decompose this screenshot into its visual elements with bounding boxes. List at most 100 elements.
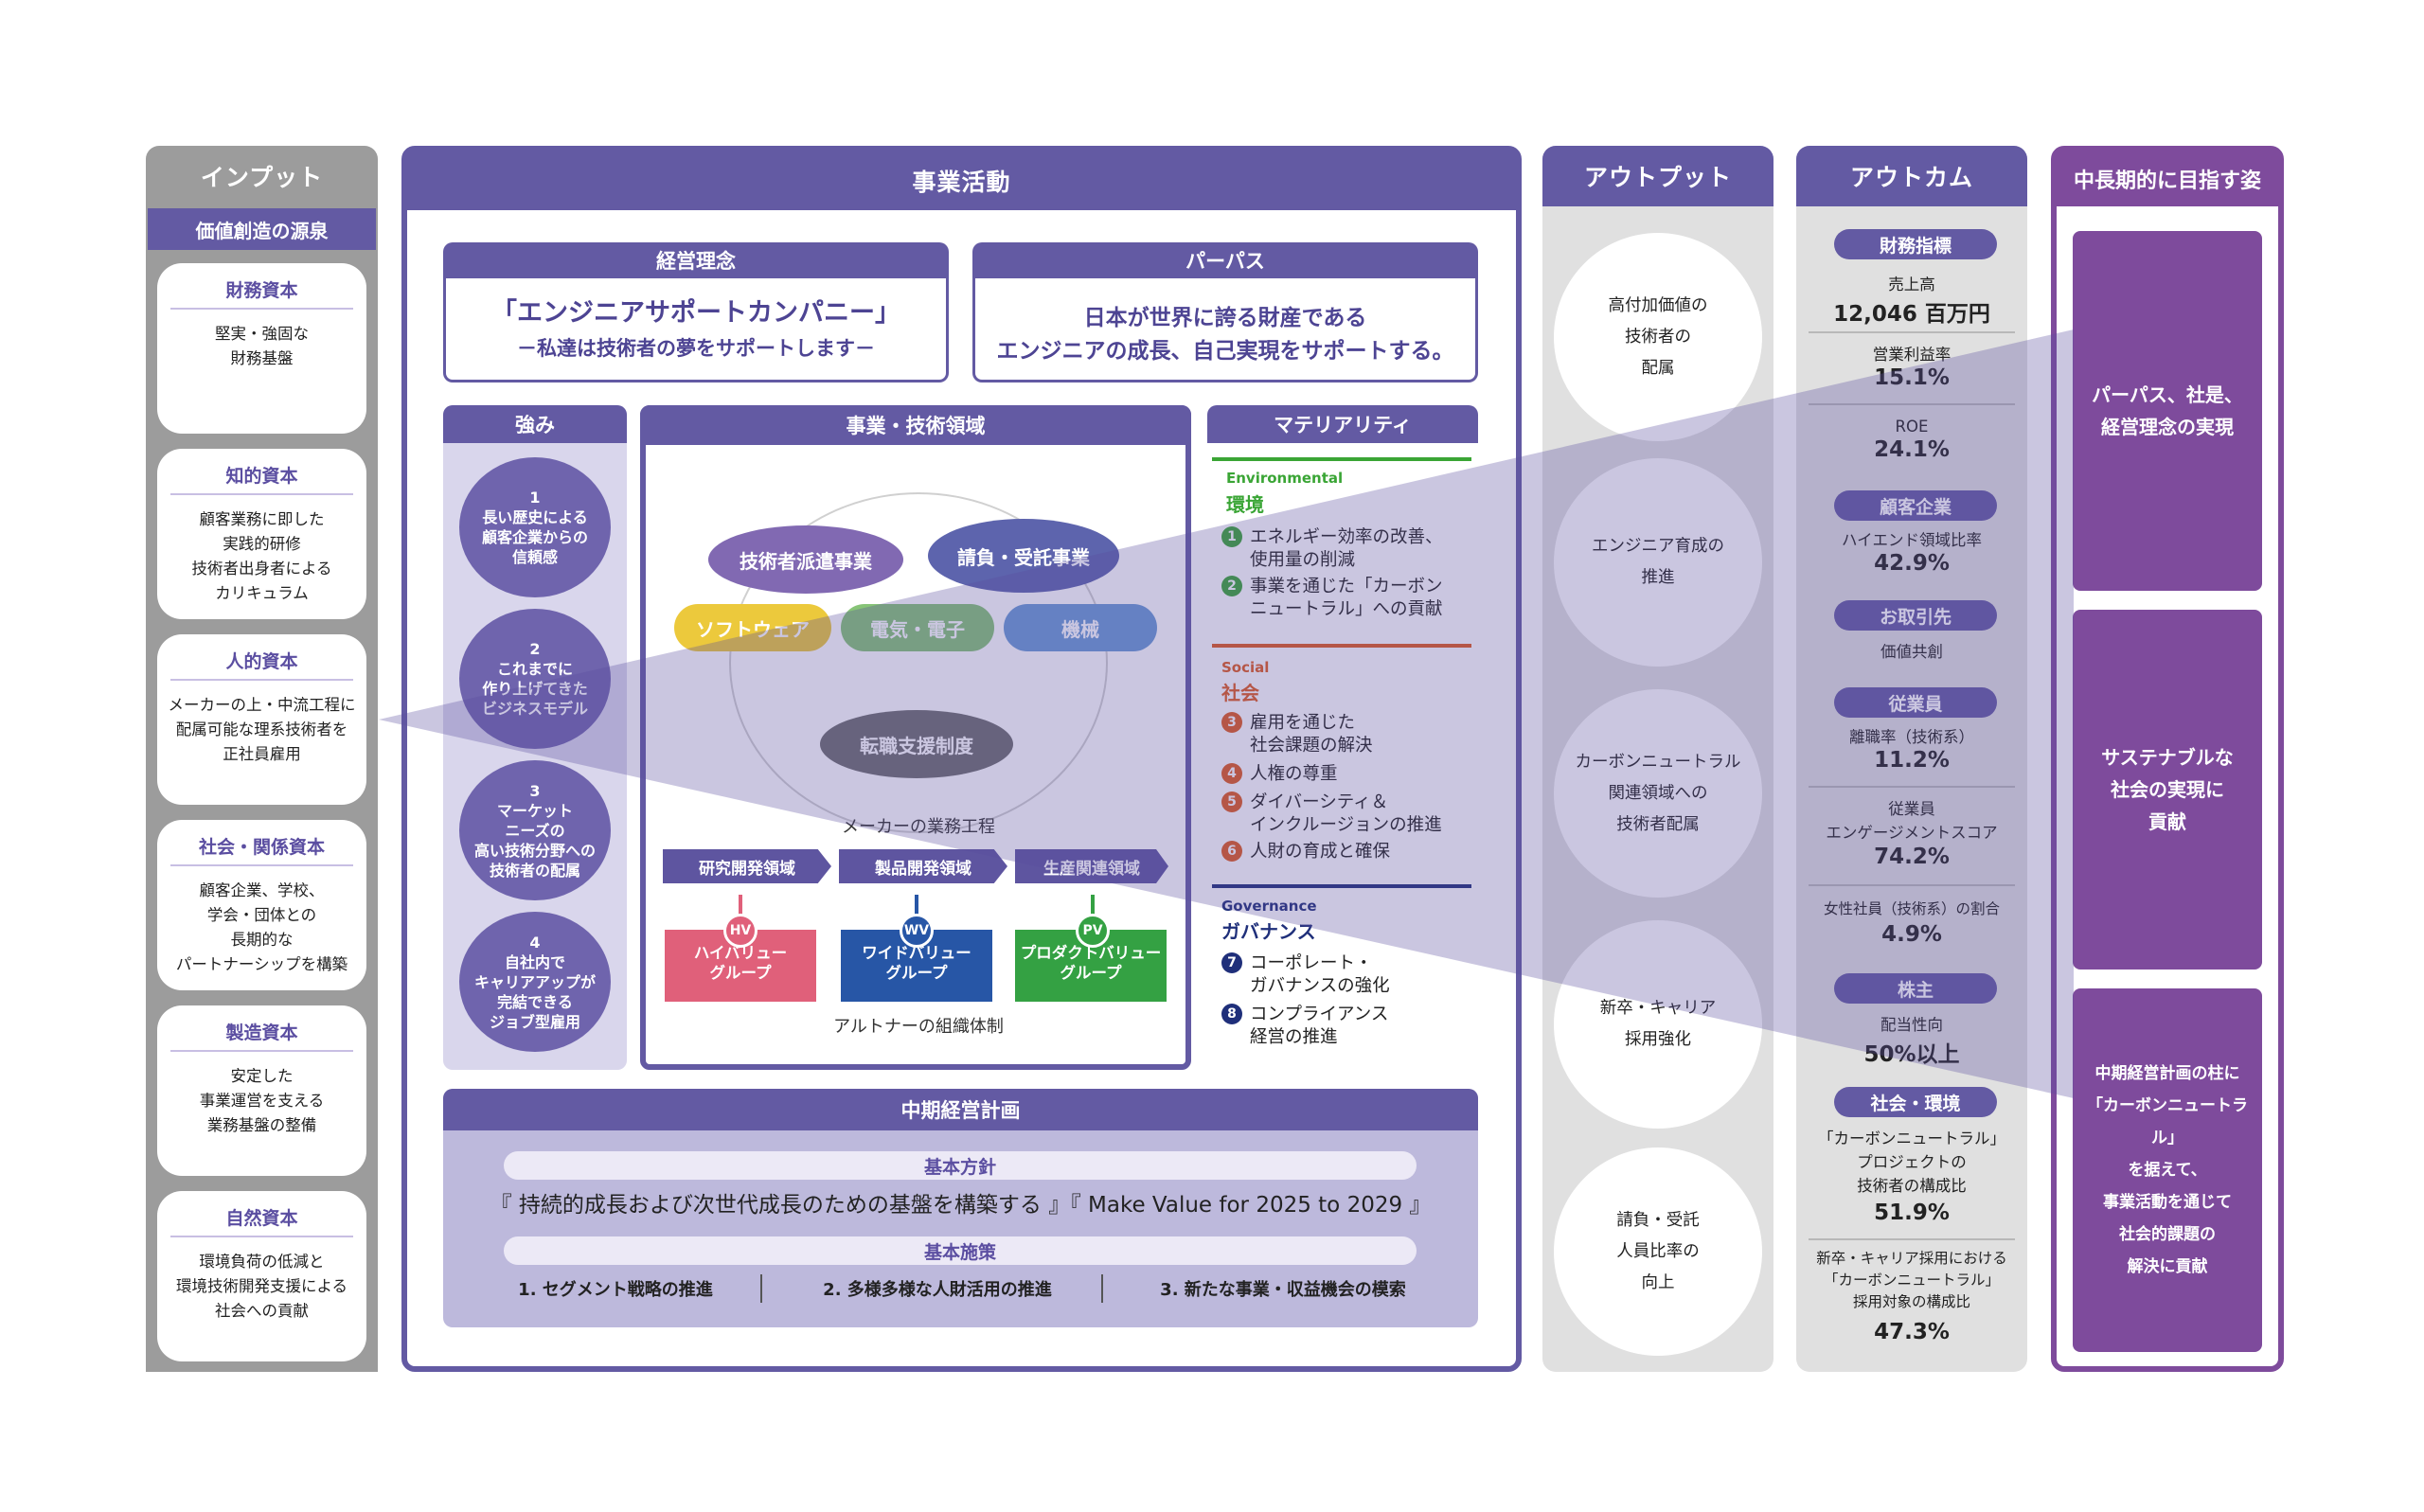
output-circle-2: エンジニア育成の 推進 bbox=[1554, 458, 1762, 667]
social-ja: 社会 bbox=[1221, 682, 1259, 704]
output-circle-4: 新卒・キャリア 採用強化 bbox=[1554, 920, 1762, 1129]
capital-card-intellectual: 知的資本 顧客業務に即した 実践的研修 技術者出身者による カリキュラム bbox=[157, 449, 366, 619]
goal-box-2: サステナブルな 社会の実現に 貢献 bbox=[2073, 610, 2262, 969]
dispatch-business: 技術者派遣事業 bbox=[708, 525, 903, 594]
materiality-header: マテリアリティ bbox=[1207, 405, 1478, 443]
engagement-label: 従業員 エンゲージメントスコア bbox=[1826, 800, 1998, 842]
capital-body: 顧客企業、学校、 学会・団体との 長期的な パートナーシップを構築 bbox=[175, 881, 348, 973]
payout-value: 50%以上 bbox=[1863, 1042, 1960, 1067]
input-column: インプット 価値創造の源泉 財務資本 堅実・強固な 財務基盤 知的資本 顧客業務… bbox=[146, 146, 378, 1372]
measure-1: 1. セグメント戦略の推進 bbox=[518, 1280, 713, 1300]
measure-3: 3. 新たな事業・収益機会の模索 bbox=[1160, 1280, 1406, 1300]
female-ratio-label: 女性社員（技術系）の割合 bbox=[1823, 900, 2000, 917]
purpose-box: 日本が世界に誇る財産である エンジニアの成長、自己実現をサポートする。 bbox=[972, 278, 1478, 382]
divider bbox=[1809, 884, 2015, 886]
divider bbox=[1809, 786, 2015, 788]
highend-value: 42.9% bbox=[1874, 551, 1950, 576]
partner-pill: お取引先 bbox=[1834, 600, 1997, 631]
output-circle-5: 請負・受託 人員比率の 向上 bbox=[1554, 1147, 1762, 1356]
strength-circle-2: 2 これまでに 作り上げてきた ビジネスモデル bbox=[459, 609, 611, 749]
goal-box-1: パーパス、社是、 経営理念の実現 bbox=[2073, 231, 2262, 591]
measure-2: 2. 多様多様な人財活用の推進 bbox=[823, 1280, 1052, 1300]
mechanical-pill: 機械 bbox=[1004, 604, 1157, 651]
measures-label: 基本施策 bbox=[504, 1236, 1417, 1265]
op-margin-label: 営業利益率 bbox=[1872, 346, 1952, 364]
capital-title: 知的資本 bbox=[170, 462, 353, 495]
output-circle-1: 高付加価値の 技術者の 配属 bbox=[1554, 233, 1762, 441]
pv-badge: PV bbox=[1076, 914, 1110, 948]
electrical-pill: 電気・電子 bbox=[841, 604, 994, 651]
domain-ring bbox=[729, 492, 1108, 833]
sales-label: 売上高 bbox=[1888, 276, 1935, 294]
client-pill: 顧客企業 bbox=[1834, 490, 1997, 521]
capital-title: 製造資本 bbox=[170, 1019, 353, 1052]
engagement-value: 74.2% bbox=[1874, 845, 1950, 869]
cn-recruit-label: 新卒・キャリア採用における 「カーボンニュートラル」 採用対象の構成比 bbox=[1816, 1250, 2007, 1310]
policy-label: 基本方針 bbox=[504, 1151, 1417, 1180]
capital-title: 財務資本 bbox=[170, 276, 353, 310]
process-label: メーカーの業務工程 bbox=[842, 817, 995, 837]
software-pill: ソフトウェア bbox=[674, 604, 831, 651]
strength-circle-4: 4 自社内で キャリアアップが 完結できる ジョブ型雇用 bbox=[459, 912, 611, 1052]
gov-en: Governance bbox=[1221, 898, 1317, 915]
domain-header: 事業・技術領域 bbox=[640, 405, 1191, 445]
payout-label: 配当性向 bbox=[1880, 1016, 1943, 1034]
partner-value: 価値共創 bbox=[1880, 643, 1943, 661]
env-ja: 環境 bbox=[1226, 493, 1264, 516]
goal-box-3: 中期経営計画の柱に 「カーボンニュートラル」 を据えて、 事業活動を通じて 社会… bbox=[2073, 988, 2262, 1352]
org-label: アルトナーの組織体制 bbox=[833, 1017, 1004, 1037]
outcome-header: アウトカム bbox=[1796, 146, 2027, 206]
output-header: アウトプット bbox=[1542, 146, 1773, 206]
strength-circle-3: 3 マーケット ニーズの 高い技術分野への 技術者の配属 bbox=[459, 760, 611, 900]
input-header: インプット bbox=[200, 164, 324, 191]
gov-ja: ガバナンス bbox=[1221, 920, 1316, 943]
arrow-up-icon bbox=[739, 895, 742, 916]
contract-business: 請負・受託事業 bbox=[928, 519, 1119, 593]
strength-circle-1: 1 長い歴史による 顧客企業からの 信頼感 bbox=[459, 457, 611, 597]
philosophy-line2: －私達は技術者の夢をサポートします－ bbox=[517, 337, 875, 360]
shareholder-pill: 株主 bbox=[1834, 973, 1997, 1004]
capital-body: 安定した 事業運営を支える 業務基盤の整備 bbox=[199, 1067, 325, 1134]
env-rule bbox=[1212, 457, 1471, 461]
arrow-up-icon bbox=[915, 895, 918, 916]
capital-body: メーカーの上・中流工程に 配属可能な理系技術者を 正社員雇用 bbox=[168, 696, 356, 763]
env-en: Environmental bbox=[1226, 470, 1344, 487]
goal-header: 中長期的に目指す姿 bbox=[2057, 151, 2278, 206]
capital-title: 自然資本 bbox=[170, 1204, 353, 1237]
employee-pill: 従業員 bbox=[1834, 687, 1997, 718]
capital-title: 人的資本 bbox=[170, 648, 353, 681]
outcome-column: アウトカム bbox=[1796, 146, 2027, 1372]
strengths-header: 強み bbox=[443, 405, 627, 443]
highend-label: ハイエンド領域比率 bbox=[1841, 531, 1982, 549]
divider bbox=[1101, 1274, 1103, 1303]
philosophy-line1: 「エンジニアサポートカンパニー」 bbox=[491, 298, 900, 328]
cn-label: 「カーボンニュートラル」 プロジェクトの 技術者の構成比 bbox=[1818, 1130, 2005, 1195]
turnover-label: 離職率（技術系） bbox=[1849, 728, 1974, 746]
op-margin-value: 15.1% bbox=[1874, 365, 1950, 390]
business-header: 事業活動 bbox=[407, 151, 1516, 210]
hv-badge: HV bbox=[723, 914, 758, 948]
philosophy-box: 「エンジニアサポートカンパニー」 －私達は技術者の夢をサポートします－ bbox=[443, 278, 949, 382]
midplan-header: 中期経営計画 bbox=[443, 1089, 1478, 1130]
capital-body: 環境負荷の低減と 環境技術開発支援による 社会への貢献 bbox=[175, 1253, 348, 1320]
capital-body: 顧客業務に即した 実践的研修 技術者出身者による カリキュラム bbox=[191, 510, 332, 602]
wv-badge: WV bbox=[900, 914, 934, 948]
capital-card-social: 社会・関係資本 顧客企業、学校、 学会・団体との 長期的な パートナーシップを構… bbox=[157, 820, 366, 990]
cn-recruit-value: 47.3% bbox=[1874, 1320, 1950, 1344]
turnover-value: 11.2% bbox=[1874, 748, 1950, 773]
roe-label: ROE bbox=[1895, 418, 1929, 436]
philosophy-header: 経営理念 bbox=[443, 242, 949, 278]
roe-value: 24.1% bbox=[1874, 437, 1950, 462]
stage-production: 生産関連領域 bbox=[1015, 849, 1168, 883]
society-pill: 社会・環境 bbox=[1834, 1087, 1997, 1117]
capital-card-human: 人的資本 メーカーの上・中流工程に 配属可能な理系技術者を 正社員雇用 bbox=[157, 634, 366, 805]
purpose-header: パーパス bbox=[972, 242, 1478, 278]
sales-value: 12,046 百万円 bbox=[1833, 302, 1990, 327]
